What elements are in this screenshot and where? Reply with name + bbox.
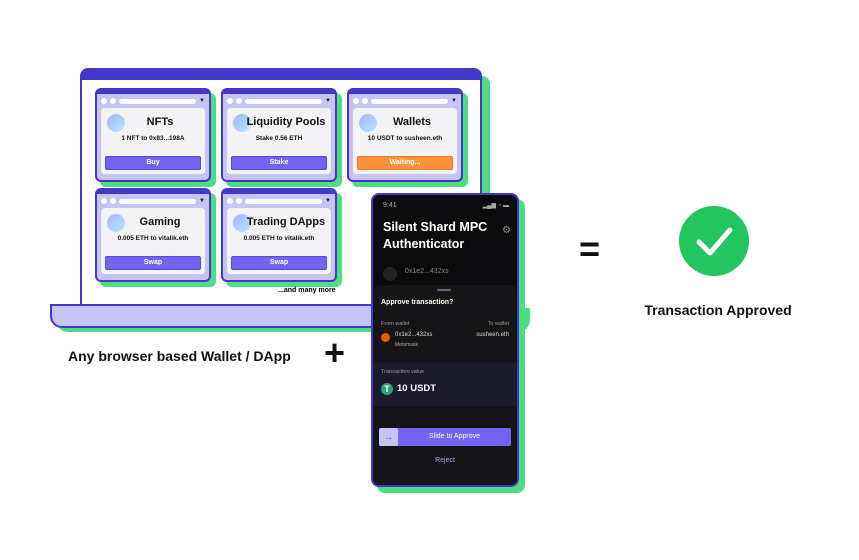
window-dot — [227, 98, 233, 104]
gear-icon[interactable]: ⚙ — [502, 225, 511, 236]
sheet-handle[interactable] — [437, 289, 451, 291]
approve-sheet: Approve transaction? From wallet To wall… — [373, 285, 517, 485]
window-dot — [362, 98, 368, 104]
dapp-icon — [233, 214, 251, 232]
url-bar — [119, 198, 197, 204]
dropdown-icon[interactable]: ▼ — [199, 198, 205, 204]
url-bar — [245, 98, 323, 104]
to-label: To wallet — [487, 321, 509, 327]
browser-bar: ▼ — [223, 94, 335, 108]
dapp-action-button[interactable]: Buy — [105, 156, 201, 170]
plus-sign: + — [324, 332, 346, 373]
dropdown-icon[interactable]: ▼ — [325, 98, 331, 104]
browser-bar: ▼ — [97, 94, 209, 108]
dapp-detail: 0.005 ETH to vitalik.eth — [243, 235, 315, 242]
window-dot — [101, 98, 107, 104]
url-bar — [245, 198, 323, 204]
to-address: susheen.eth — [476, 332, 509, 338]
window-dot — [236, 98, 242, 104]
value-label: Transaction value — [381, 369, 425, 375]
value-panel: Transaction value T 10 USDT — [373, 363, 517, 406]
window-dot — [101, 198, 107, 204]
metamask-icon — [381, 333, 390, 342]
dropdown-icon[interactable]: ▼ — [451, 98, 457, 104]
dropdown-icon[interactable]: ▼ — [199, 98, 205, 104]
from-address: 0x1e2...432xs — [395, 332, 433, 338]
slide-label: Slide to Approve — [429, 433, 480, 440]
dapp-detail: 0.005 ETH to vitalik.eth — [117, 235, 189, 242]
dapp-icon — [359, 114, 377, 132]
dapp-title: Liquidity Pools — [246, 116, 326, 128]
value-amount: 10 USDT — [397, 383, 437, 394]
browser-bar: ▼ — [349, 94, 461, 108]
url-bar — [119, 98, 197, 104]
dropdown-icon[interactable]: ▼ — [325, 198, 331, 204]
browser-bar: ▼ — [97, 194, 209, 208]
window-dot — [236, 198, 242, 204]
signal-icon: ▂▄▆ ◔ ▬ — [482, 203, 509, 209]
dapp-title: Wallets — [392, 116, 432, 128]
status-time: 9:41 — [383, 202, 397, 209]
dapp-detail: 1 NFT to 0x83...198A — [121, 135, 185, 142]
arrow-right-icon[interactable]: → — [379, 428, 398, 446]
dapp-icon — [107, 214, 125, 232]
window-dot — [110, 98, 116, 104]
dapp-detail: 10 USDT to susheen.eth — [367, 135, 443, 142]
dapp-icon — [233, 114, 251, 132]
more-label: ...and many more — [278, 287, 336, 294]
dapp-action-button[interactable]: Swap — [105, 256, 201, 270]
reject-button[interactable]: Reject — [435, 457, 455, 464]
from-provider: Metamask — [395, 342, 419, 348]
dapp-action-button[interactable]: Waiting... — [357, 156, 453, 170]
dapp-title: Gaming — [139, 216, 181, 228]
slide-to-approve[interactable]: → Slide to Approve — [379, 428, 511, 446]
window-dot — [227, 198, 233, 204]
app-title: Silent Shard MPC Authenticator — [383, 220, 488, 251]
window-dot — [110, 198, 116, 204]
tether-icon: T — [381, 383, 393, 395]
dapp-icon — [107, 114, 125, 132]
equals-sign: = — [579, 228, 601, 269]
left-caption: Any browser based Wallet / DApp — [68, 348, 291, 364]
sheet-title: Approve transaction? — [381, 299, 454, 306]
dapp-action-button[interactable]: Swap — [231, 256, 327, 270]
metamask-icon — [383, 267, 397, 281]
dapp-detail: Stake 0.56 ETH — [255, 135, 303, 142]
dapp-action-button[interactable]: Stake — [231, 156, 327, 170]
window-dot — [353, 98, 359, 104]
dapp-card: ▼ NFTs 1 NFT to 0x83...198A Buy — [95, 88, 211, 182]
account-address: 0x1e2...432xs — [405, 268, 449, 275]
from-label: From wallet — [381, 321, 410, 327]
browser-bar: ▼ — [223, 194, 335, 208]
check-icon — [679, 206, 749, 276]
url-bar — [371, 98, 449, 104]
result-label: Transaction Approved — [644, 302, 792, 318]
dapp-title: Trading DApps — [246, 216, 326, 228]
dapp-title: NFTs — [146, 116, 174, 128]
phone: 9:41 ▂▄▆ ◔ ▬ Silent Shard MPC Authentica… — [371, 193, 519, 487]
